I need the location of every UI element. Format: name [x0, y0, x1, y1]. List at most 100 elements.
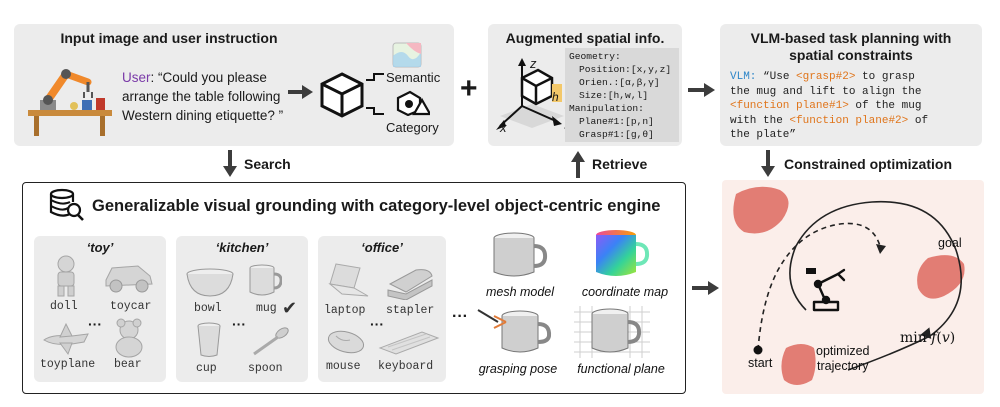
vlm-text: to grasp	[855, 71, 915, 83]
object-label-mouse: mouse	[326, 360, 361, 373]
category-label-toy: ‘toy’	[86, 240, 114, 255]
database-search-icon	[49, 188, 84, 221]
axis-h-label: h	[552, 90, 559, 104]
spatial-panel-title: Augmented spatial info.	[505, 30, 665, 46]
instruction-text: “Could you please arrange the table foll…	[122, 70, 284, 123]
engine-panel-title: Generalizable visual grounding with cate…	[92, 197, 661, 215]
object-label-spoon: spoon	[248, 362, 283, 375]
bear-icon	[115, 318, 143, 358]
geometry-line: Position:[x,y,z]	[579, 64, 672, 75]
functional-plane-mug-icon	[574, 306, 650, 358]
vlm-text: of the mug	[848, 100, 922, 112]
ellipsis: ···	[88, 316, 102, 332]
arrow-right-icon	[688, 83, 715, 97]
geometry-box: Geometry: Position:[x,y,z] Orien.:[α,β,γ…	[565, 48, 679, 142]
vlm-text: the mug and lift to align the	[730, 85, 922, 98]
plus-icon: +	[460, 72, 478, 105]
geometry-line: Manipulation:	[569, 103, 644, 114]
toycar-icon	[105, 265, 153, 293]
representation-label-functional-plane: functional plane	[577, 362, 665, 376]
object-label-bowl: bowl	[194, 302, 222, 315]
check-icon: ✔	[282, 298, 298, 318]
keyboard-icon	[378, 331, 440, 355]
optimized-label: optimized	[816, 344, 870, 358]
arrow-up-icon	[571, 151, 585, 178]
arrow-right-icon	[692, 281, 719, 295]
object-label-laptop: laptop	[324, 304, 366, 317]
representation-label-coordinate-map: coordinate map	[581, 285, 669, 299]
vlm-text: “Use	[763, 71, 797, 83]
search-label: Search	[244, 156, 291, 172]
object-label-mug: mug	[256, 302, 277, 315]
bowl-icon	[186, 268, 234, 297]
vlm-text: of	[908, 114, 929, 127]
axis-z-label: z	[530, 56, 537, 71]
mug-icon	[249, 264, 282, 296]
geometry-line: Orien.:[α,β,γ]	[579, 77, 660, 88]
ellipsis: ···	[452, 308, 468, 325]
mesh-model-mug-icon	[493, 232, 548, 277]
axis-x-label: x	[500, 120, 507, 135]
grasp-tag: <grasp#2>	[796, 71, 856, 83]
object-label-keyboard: keyboard	[378, 360, 434, 373]
constrained-optimization-label: Constrained optimization	[784, 156, 952, 172]
laptop-icon	[328, 263, 369, 297]
toyplane-icon	[43, 322, 89, 356]
vlm-title-line2: spatial constraints	[789, 47, 913, 63]
geometry-line: Size:[h,w,l]	[579, 90, 649, 101]
user-instruction: User: “Could you please arrange the tabl…	[122, 70, 284, 123]
geometry-line: Grasp#1:[g,θ]	[579, 129, 654, 140]
vlm-title-line1: VLM-based task planning with	[750, 30, 952, 46]
spatial-cube-diagram	[496, 58, 564, 130]
user-label: User	[122, 70, 151, 85]
objective-label: min 𝑓(𝑣)	[900, 330, 956, 346]
category-shapes-icon	[396, 90, 430, 116]
start-label: start	[748, 356, 773, 370]
spoon-icon	[253, 327, 289, 356]
cube-icon	[320, 72, 364, 118]
robot-arm-icon	[28, 69, 112, 136]
representation-label-mesh-model: mesh model	[485, 285, 555, 299]
input-panel-title: Input image and user instruction	[60, 30, 278, 46]
category-box-toy	[34, 236, 166, 382]
trajectory-diagram	[733, 186, 965, 385]
grasping-pose-mug-icon	[477, 309, 552, 353]
goal-label: goal	[938, 236, 962, 250]
vlm-panel	[720, 24, 982, 146]
arrow-down-icon	[223, 150, 237, 177]
retrieve-label: Retrieve	[592, 156, 648, 172]
function-plane-tag: <function plane#1>	[730, 100, 849, 112]
ellipsis: ···	[370, 316, 384, 332]
stapler-icon	[387, 269, 433, 300]
optimized-trajectory-label: optimized trajectory	[816, 344, 870, 374]
category-label: Category	[386, 120, 439, 135]
geometry-line: Plane#1:[p,n]	[579, 116, 654, 127]
vlm-response: VLM: “Use <grasp#2> to grasp the mug and…	[730, 70, 980, 143]
object-label-bear: bear	[114, 358, 142, 371]
category-box-office	[318, 236, 446, 382]
vlm-label: VLM:	[730, 71, 757, 83]
object-label-toycar: toycar	[110, 300, 152, 313]
arrow-down-icon	[761, 150, 775, 177]
category-label-office: ‘office’	[361, 240, 403, 255]
object-label-cup: cup	[196, 362, 217, 375]
vlm-text: with the	[730, 114, 790, 127]
object-label-doll: doll	[50, 300, 78, 313]
ellipsis: ···	[232, 316, 246, 332]
trajectory-label: trajectory	[817, 359, 869, 373]
function-plane-tag: <function plane#2>	[789, 114, 909, 127]
coordinate-map-mug-icon	[596, 230, 650, 276]
category-label-kitchen: ‘kitchen’	[215, 240, 269, 255]
semantic-map-icon	[392, 42, 422, 68]
object-label-toyplane: toyplane	[40, 358, 96, 371]
category-box-kitchen	[176, 236, 308, 382]
vlm-text: the plate”	[730, 129, 797, 141]
geometry-line: Geometry:	[569, 51, 621, 62]
arrow-right-icon	[288, 85, 313, 99]
representation-label-grasping-pose: grasping pose	[478, 362, 558, 376]
cup-icon	[197, 322, 221, 357]
semantic-label: Semantic	[386, 70, 441, 85]
doll-icon	[57, 255, 75, 297]
bracket-lines	[366, 73, 384, 115]
object-label-stapler: stapler	[386, 304, 435, 317]
